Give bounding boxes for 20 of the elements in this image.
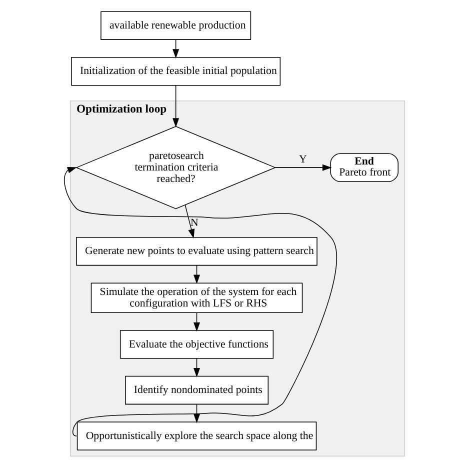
arrow	[193, 265, 200, 284]
arrow	[193, 358, 200, 378]
node-box: Generate new points to evaluate using pattern search	[76, 237, 317, 266]
node-box: Opportunistically explore the search space along the	[76, 422, 316, 450]
node-box: Identify nondominated points	[124, 376, 268, 405]
node-box: End Pareto front	[330, 153, 398, 182]
node-diamond: paretosearch termination criteria reached?	[75, 126, 276, 210]
node-box: available renewable production	[100, 11, 251, 40]
arrow	[172, 39, 179, 58]
edge-label: N	[190, 216, 198, 229]
arrow	[274, 164, 332, 171]
arrow	[64, 166, 336, 436]
node-box: Initialization of the feasible initial population	[70, 57, 280, 86]
edge-label: Y	[298, 153, 306, 166]
node-box: Simulate the operation of the system for each configuration with LFS or RHS	[90, 282, 302, 314]
arrow	[172, 85, 179, 128]
arrow	[184, 204, 194, 238]
arrow	[193, 404, 200, 424]
node-box: Evaluate the objective functions	[119, 330, 274, 359]
arrow	[193, 312, 200, 332]
